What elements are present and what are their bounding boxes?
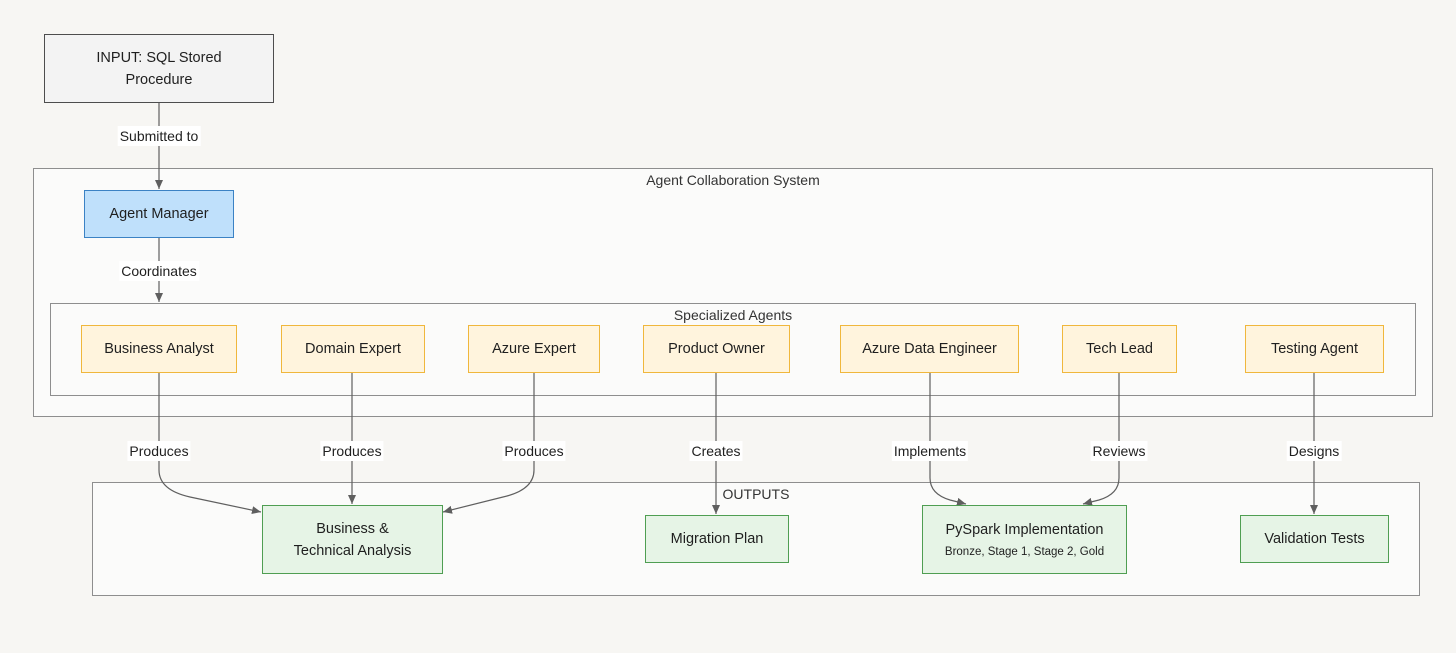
business-analyst-node[interactable]: Business Analyst (81, 325, 237, 373)
edge-label-tech-lead-reviews: Reviews (1090, 441, 1148, 461)
domain-expert-label: Domain Expert (305, 341, 401, 357)
agent-collaboration-system-title: Agent Collaboration System (646, 172, 820, 188)
edge-label-azure-data-engineer-implements: Implements (891, 441, 969, 461)
business-technical-analysis-label: Business & Technical Analysis (293, 520, 412, 559)
validation-tests-label: Validation Tests (1264, 531, 1365, 547)
edge-tech-lead-to-pyspark (1082, 373, 1120, 506)
business-analyst-label: Business Analyst (104, 341, 214, 357)
azure-data-engineer-node[interactable]: Azure Data Engineer (840, 325, 1019, 373)
edge-azure-data-engineer-to-pyspark (929, 373, 967, 506)
input-sql-stored-procedure-node[interactable]: INPUT: SQL Stored Procedure (44, 34, 274, 103)
pyspark-implementation-sublabel: Bronze, Stage 1, Stage 2, Gold (944, 546, 1105, 558)
input-node-label: INPUT: SQL Stored Procedure (96, 49, 222, 88)
tech-lead-node[interactable]: Tech Lead (1062, 325, 1177, 373)
product-owner-node[interactable]: Product Owner (643, 325, 790, 373)
edge-business-analyst-to-analysis (158, 373, 262, 515)
outputs-title: OUTPUTS (722, 486, 790, 502)
testing-agent-label: Testing Agent (1270, 341, 1359, 357)
specialized-agents-group: Specialized Agents (50, 303, 1416, 396)
azure-expert-label: Azure Expert (492, 341, 576, 357)
tech-lead-label: Tech Lead (1086, 341, 1153, 357)
pyspark-implementation-label: PySpark Implementation (945, 522, 1104, 538)
validation-tests-node[interactable]: Validation Tests (1240, 515, 1389, 563)
edge-label-domain-expert-produces: Produces (320, 441, 384, 461)
migration-plan-node[interactable]: Migration Plan (645, 515, 789, 563)
azure-data-engineer-label: Azure Data Engineer (862, 341, 997, 357)
edge-label-business-analyst-produces: Produces (127, 441, 191, 461)
azure-expert-node[interactable]: Azure Expert (468, 325, 600, 373)
edge-label-submitted-to: Submitted to (117, 126, 201, 146)
edge-label-coordinates: Coordinates (119, 261, 199, 281)
testing-agent-node[interactable]: Testing Agent (1245, 325, 1384, 373)
edge-label-testing-agent-designs: Designs (1286, 441, 1342, 461)
edge-azure-expert-to-analysis (442, 373, 535, 514)
edge-label-azure-expert-produces: Produces (502, 441, 566, 461)
pyspark-implementation-node[interactable]: PySpark Implementation Bronze, Stage 1, … (922, 505, 1127, 574)
specialized-agents-title: Specialized Agents (673, 307, 793, 323)
edge-label-product-owner-creates: Creates (689, 441, 743, 461)
product-owner-label: Product Owner (668, 341, 765, 357)
agent-manager-node[interactable]: Agent Manager (84, 190, 234, 238)
migration-plan-label: Migration Plan (670, 531, 764, 547)
agent-manager-label: Agent Manager (109, 206, 209, 222)
business-technical-analysis-node[interactable]: Business & Technical Analysis (262, 505, 443, 574)
domain-expert-node[interactable]: Domain Expert (281, 325, 425, 373)
